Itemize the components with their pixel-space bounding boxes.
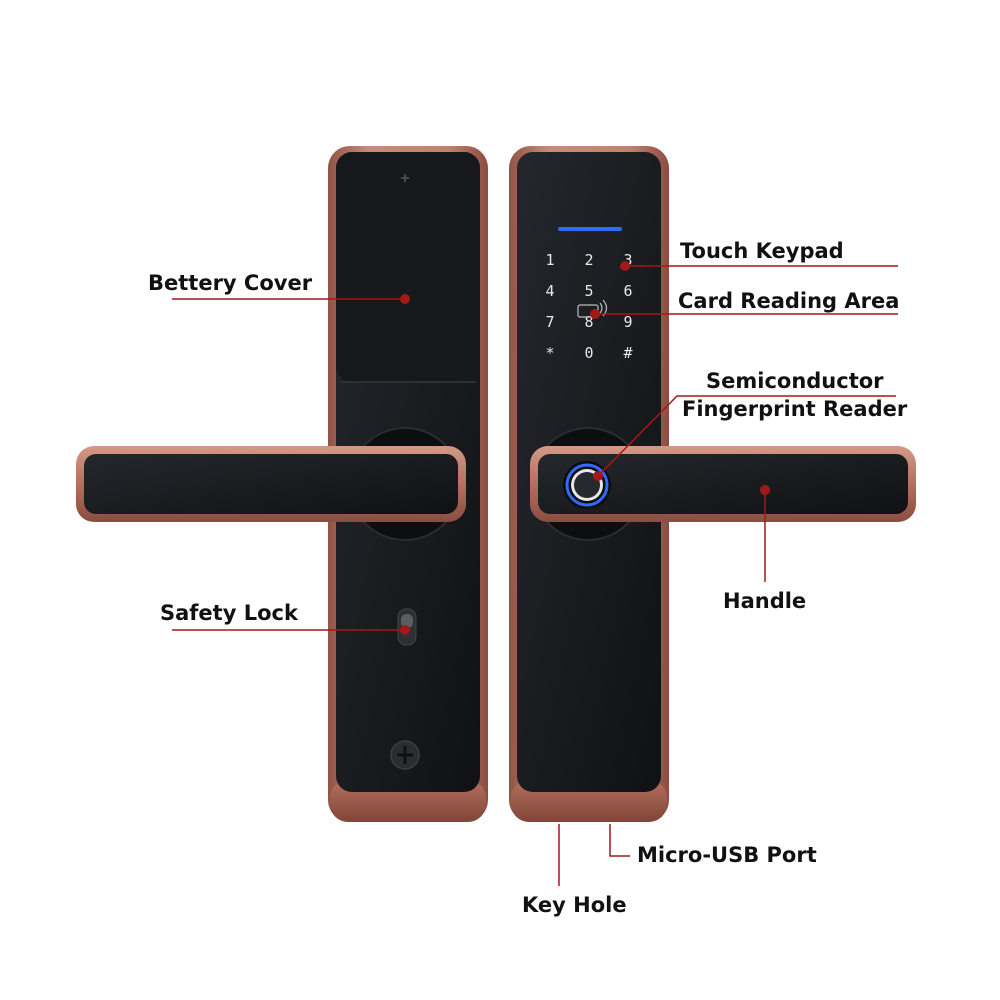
label-semiconductor-line1: Semiconductor — [706, 369, 884, 393]
keypad-key-7: 7 — [545, 313, 554, 331]
keypad-key-3: 3 — [623, 251, 632, 269]
leader-micro-usb — [609, 824, 630, 857]
keypad-key-6: 6 — [623, 282, 632, 300]
inner-mic-icon — [401, 174, 409, 182]
keypad-key-9: 9 — [623, 313, 632, 331]
keypad-key-1: 1 — [545, 251, 554, 269]
safety-lock-knob — [401, 614, 413, 628]
label-safety-lock: Safety Lock — [160, 601, 298, 625]
keypad-key-hash: # — [623, 344, 632, 362]
battery-cover-plate — [336, 152, 480, 382]
label-handle: Handle — [723, 589, 807, 613]
inner-handle — [76, 446, 466, 522]
leader-dots — [400, 261, 770, 635]
label-battery-cover: Bettery Cover — [148, 271, 313, 295]
fingerprint-ring-icon — [563, 461, 611, 509]
keypad-key-4: 4 — [545, 282, 554, 300]
keypad-key-2: 2 — [584, 251, 593, 269]
led-indicator — [558, 227, 622, 231]
outer-handle — [530, 446, 916, 522]
touch-keypad: 1 2 3 4 5 6 7 8 9 * 0 # — [545, 251, 632, 362]
label-semiconductor-line2: Fingerprint Reader — [682, 397, 908, 421]
keyhole-icon — [390, 740, 420, 770]
keypad-key-0: 0 — [584, 344, 593, 362]
leader-lines — [172, 265, 898, 886]
keypad-key-5: 5 — [584, 282, 593, 300]
keypad-key-8: 8 — [584, 313, 593, 331]
keypad-key-star: * — [545, 344, 554, 362]
label-micro-usb-port: Micro-USB Port — [637, 843, 817, 867]
label-key-hole: Key Hole — [522, 893, 627, 917]
label-touch-keypad: Touch Keypad — [680, 239, 844, 263]
leader-semiconductor — [597, 395, 896, 477]
label-card-reading-area: Card Reading Area — [678, 289, 900, 313]
